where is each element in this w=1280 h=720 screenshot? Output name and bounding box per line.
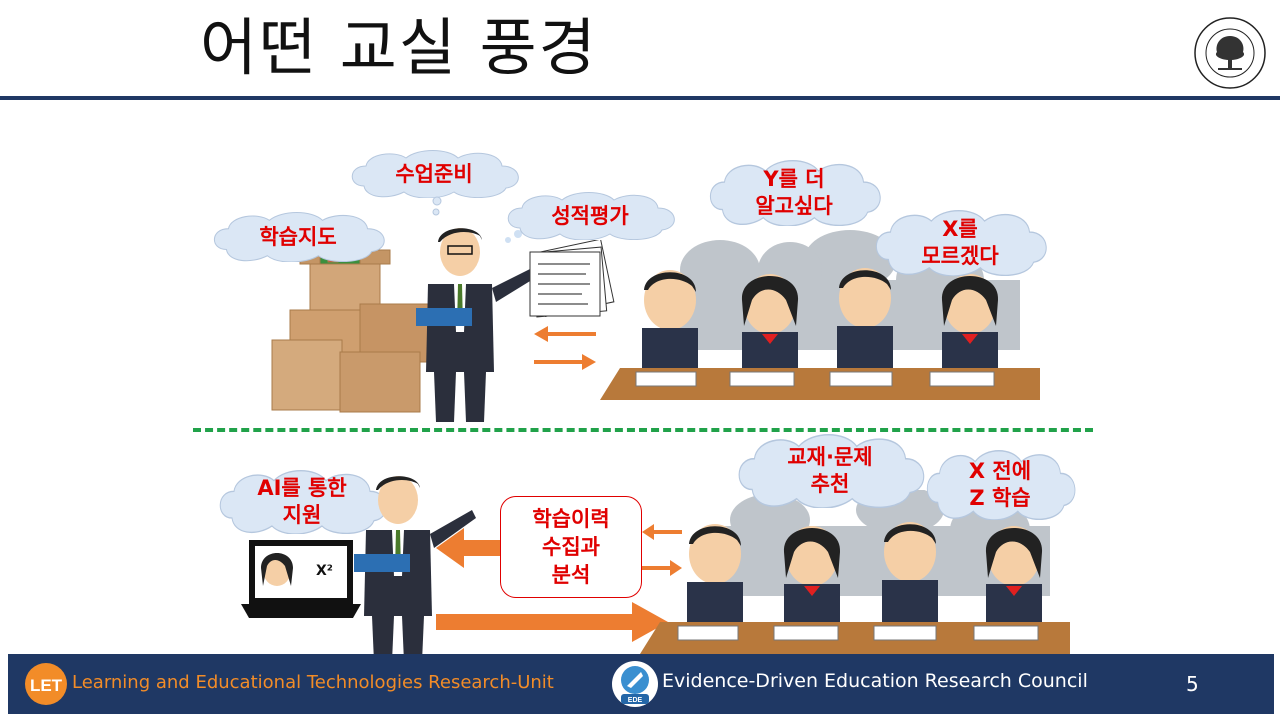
small-arrows-icon — [642, 524, 682, 576]
teacher-figure-bottom-icon — [354, 476, 476, 662]
slide-title: 어떤 교실 풍경 — [200, 11, 598, 84]
let-logo-text: LET — [30, 676, 63, 695]
cloud-recommend-text: 교재·문제 추천 — [787, 445, 873, 496]
let-logo-icon: LET — [25, 663, 67, 705]
laptop-icon — [241, 540, 361, 618]
students-classroom-top-icon — [600, 230, 1040, 400]
cloud-lesson-prep: 수업준비 — [344, 150, 524, 198]
students-classroom-bottom-icon — [640, 490, 1070, 654]
cloud-ai-support: AI를 통한 지원 — [212, 470, 392, 534]
ede-logo-text: EDE — [628, 697, 643, 704]
cloud-lesson-prep-text: 수업준비 — [395, 161, 473, 186]
cloud-grade-eval: 성적평가 — [500, 192, 680, 240]
learning-history-analysis-box: 학습이력 수집과 분석 — [500, 496, 642, 598]
cloud-grade-eval-text: 성적평가 — [551, 203, 629, 228]
test-papers-icon — [529, 240, 615, 318]
cloud-learning-guide: 학습지도 — [206, 212, 390, 262]
page-number: 5 — [1186, 672, 1199, 696]
cloud-want-y-text: Y를 더 알고싶다 — [755, 167, 833, 218]
teacher-figure-icon — [416, 228, 548, 422]
header-rule — [0, 96, 1280, 100]
cloud-dont-know-x-text: X를 모르겠다 — [921, 217, 999, 268]
cloud-learning-guide-text: 학습지도 — [259, 224, 337, 249]
ede-logo-icon: EDE — [612, 661, 658, 707]
feedback-arrow-left-icon — [436, 528, 504, 568]
university-seal-icon — [1194, 17, 1266, 89]
cloud-recommend: 교재·문제 추천 — [730, 434, 930, 508]
thought-dots-icon — [432, 196, 442, 216]
cloud-want-y: Y를 더 알고싶다 — [702, 160, 886, 226]
scene-divider — [193, 428, 1093, 432]
cloud-x-before-z: X 전에 Z 학습 — [920, 450, 1080, 520]
cloud-dont-know-x: X를 모르겠다 — [868, 210, 1052, 276]
data-flow-arrow-right-icon — [436, 602, 668, 642]
footer-mid-org: Evidence-Driven Education Research Counc… — [662, 670, 1088, 692]
cloud-ai-support-text: AI를 통한 지원 — [257, 476, 347, 527]
laptop-formula: X² — [316, 563, 333, 579]
feedback-arrows-icon — [534, 326, 596, 370]
footer-left-org: Learning and Educational Technologies Re… — [72, 672, 554, 693]
cloud-x-before-z-text: X 전에 Z 학습 — [968, 459, 1032, 510]
